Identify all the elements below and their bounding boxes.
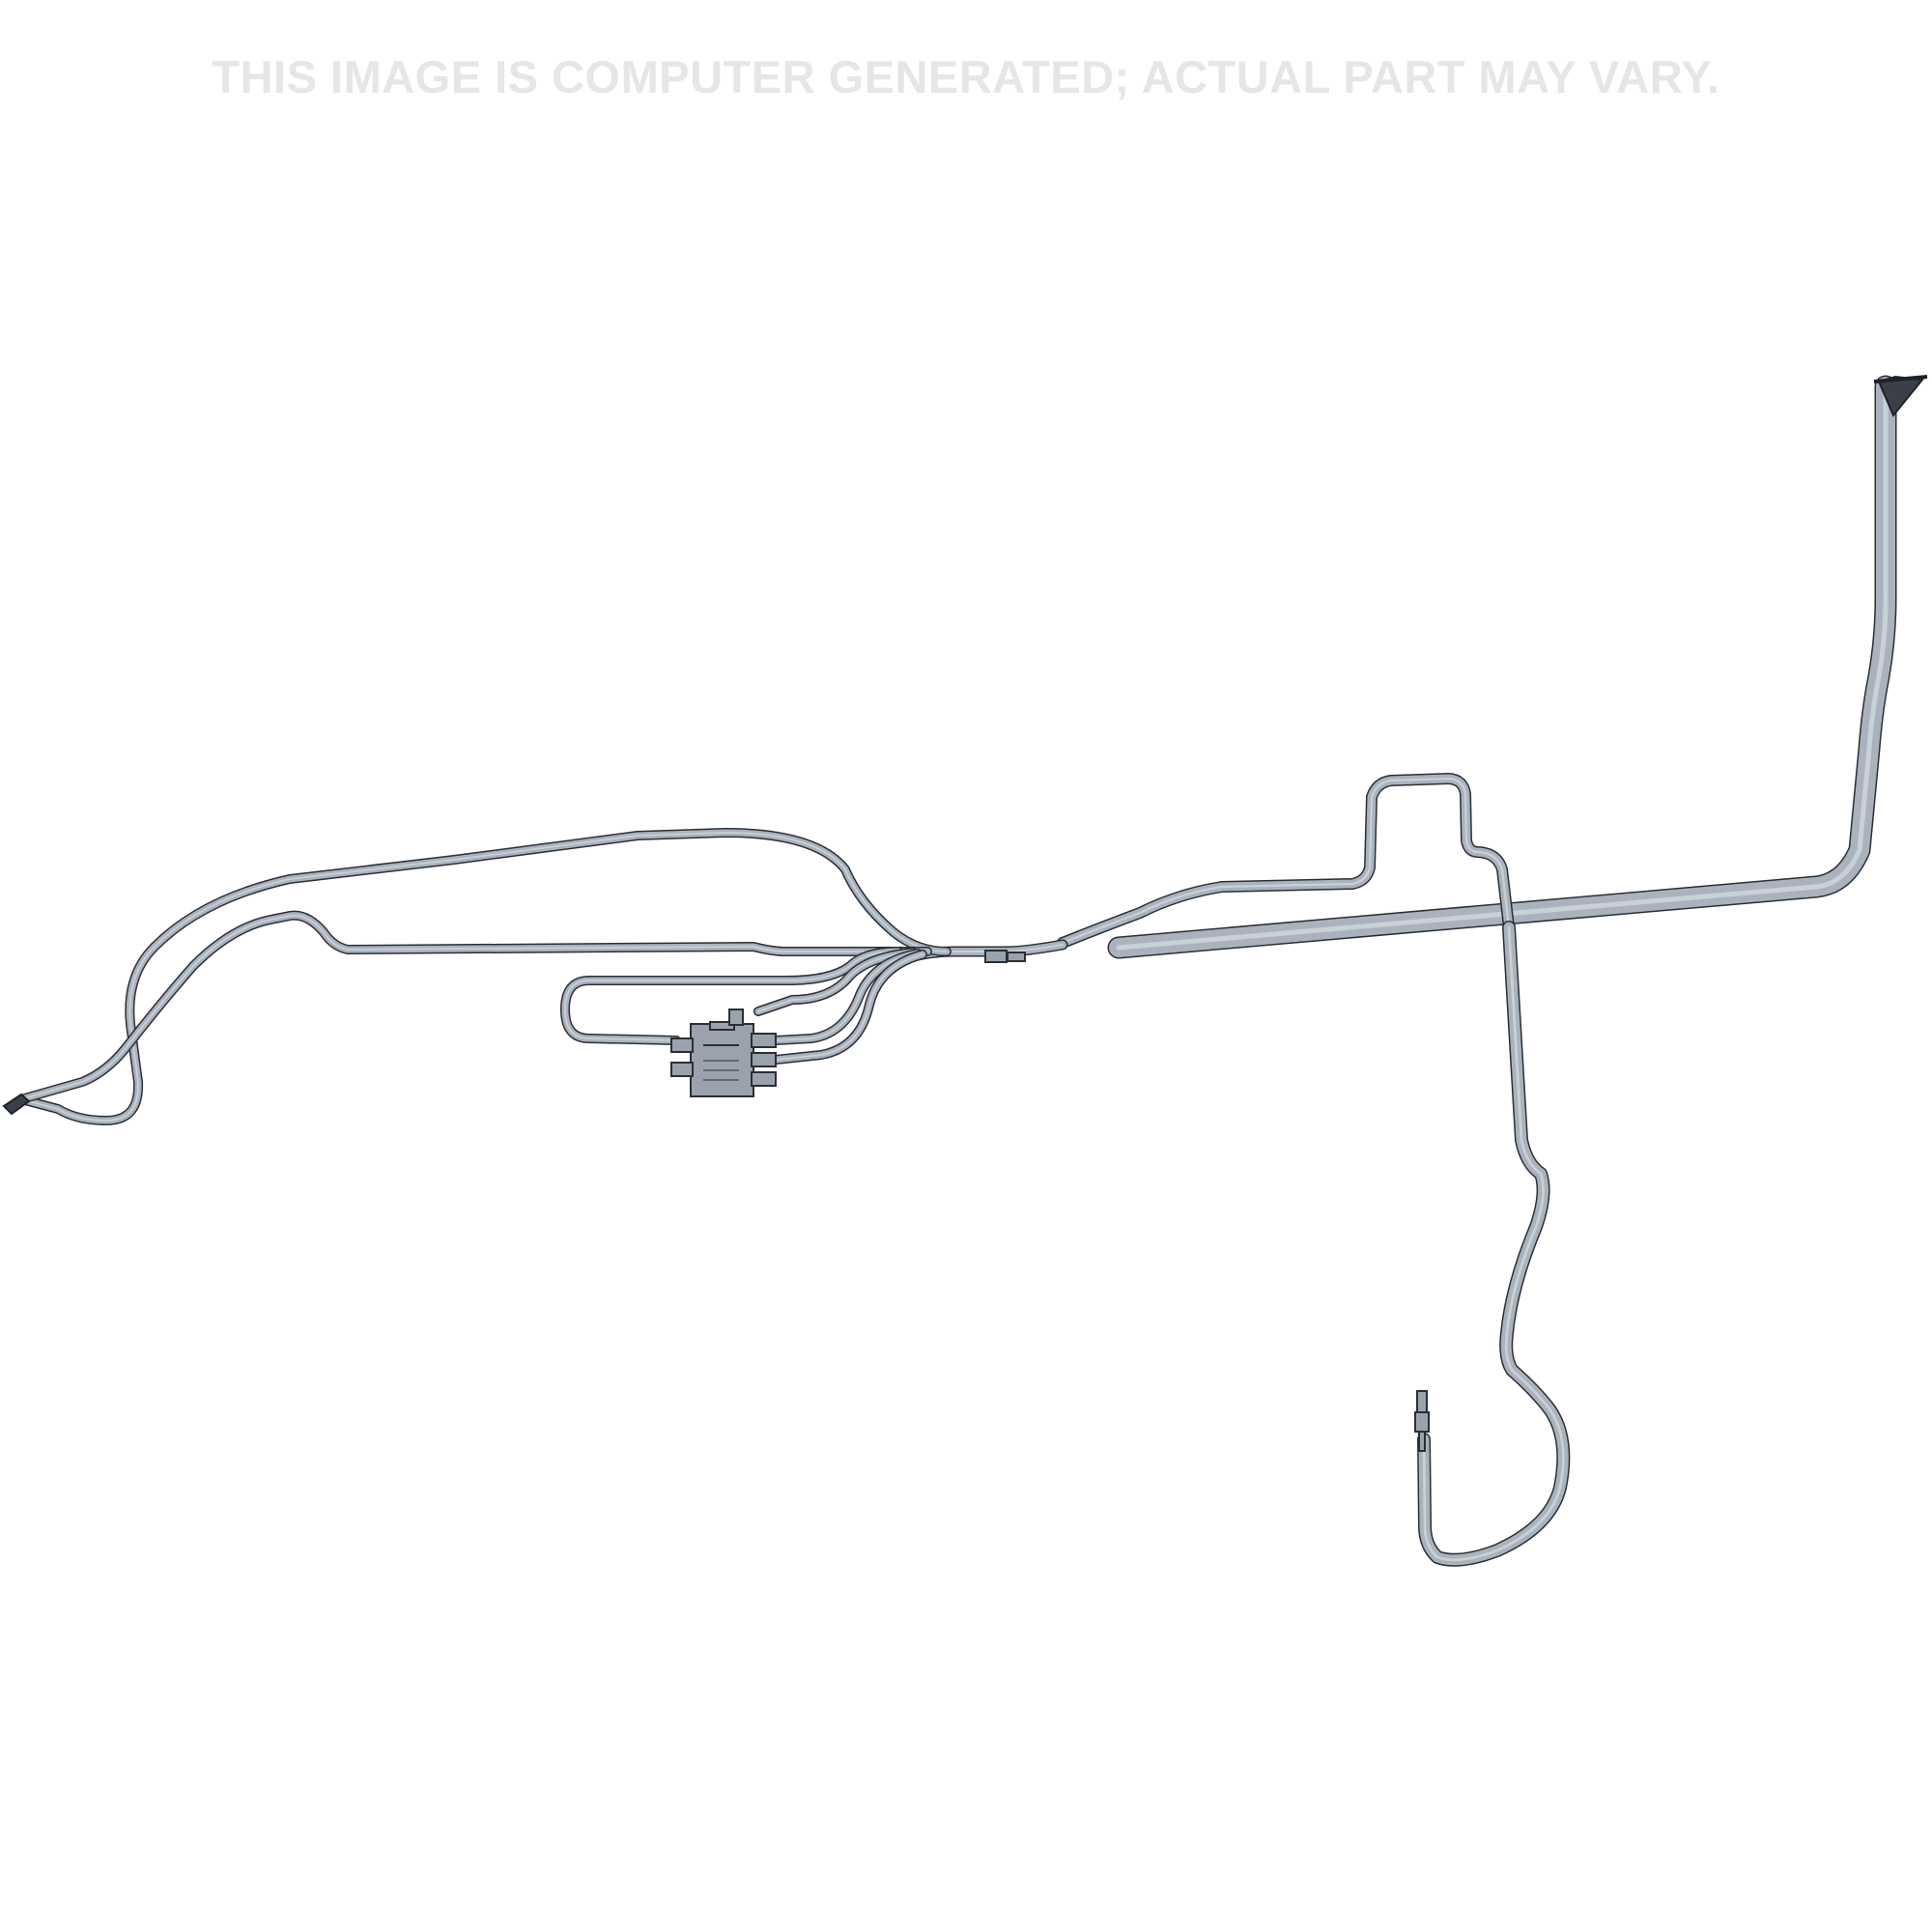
rear-end-fitting bbox=[1873, 375, 1928, 417]
left-outer-tube bbox=[16, 828, 952, 1125]
block-branch-2 bbox=[771, 949, 923, 1045]
block-branch-3 bbox=[771, 950, 927, 1065]
disclaimer-watermark: THIS IMAGE IS COMPUTER GENERATED; ACTUAL… bbox=[212, 51, 1720, 102]
front-end-fitting bbox=[2, 1093, 31, 1116]
main-rear-tube bbox=[1107, 375, 1897, 959]
hose-tube bbox=[1417, 921, 1571, 1567]
block-branch-1 bbox=[753, 948, 918, 1016]
block-loop-tube bbox=[560, 947, 903, 1045]
distribution-block bbox=[670, 1009, 777, 1097]
inline-union-fitting-2 bbox=[1007, 952, 1026, 962]
upper-loop-tube bbox=[1057, 773, 1515, 949]
hose-end-fitting bbox=[1414, 1390, 1430, 1452]
inline-union-fitting bbox=[984, 950, 1008, 963]
left-inner-tube bbox=[16, 910, 932, 1104]
